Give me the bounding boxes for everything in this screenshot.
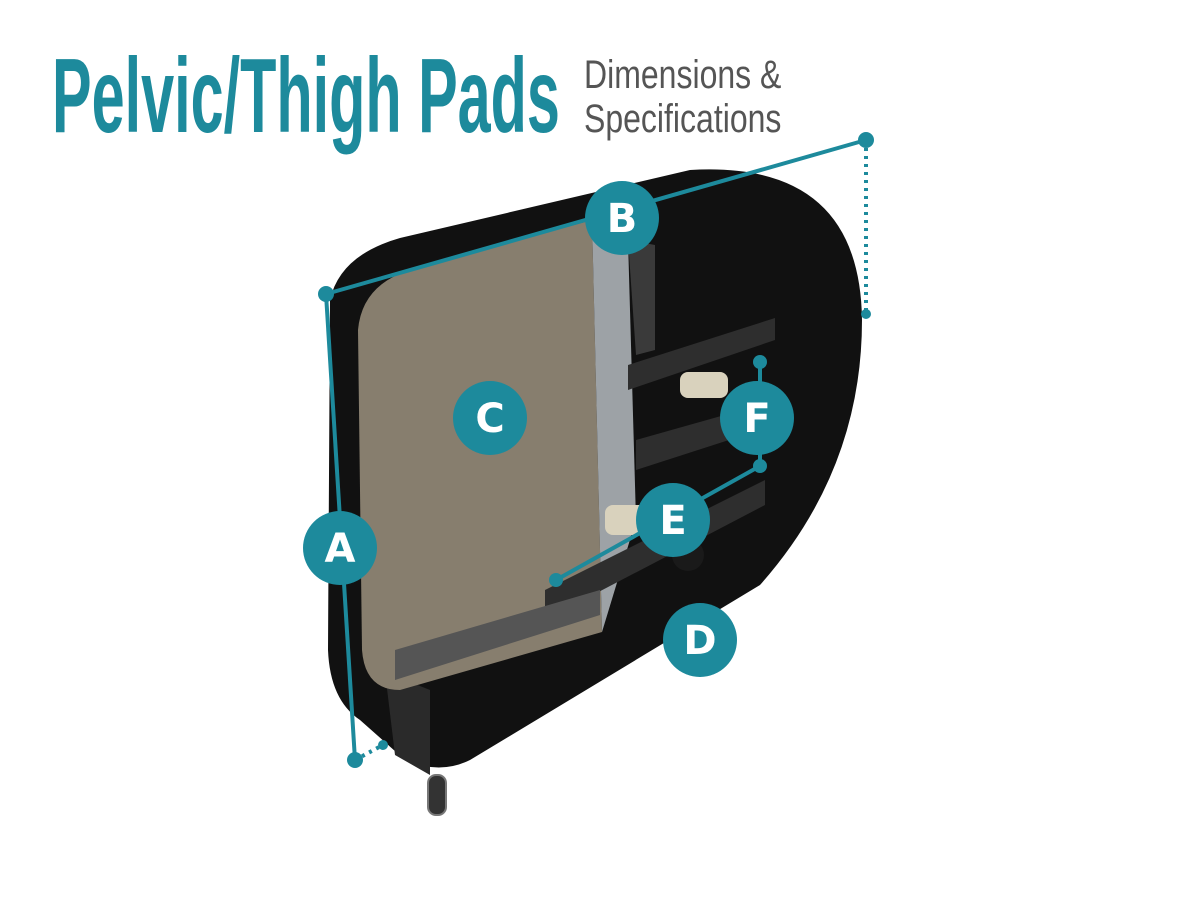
svg-text:C: C	[475, 396, 504, 442]
subtitle-line-1: Dimensions &	[584, 52, 781, 97]
svg-text:F: F	[743, 396, 770, 442]
dimension-endpoints	[318, 132, 874, 768]
zipper	[385, 672, 430, 775]
title-group: Pelvic/Thigh Pads Dimensions & Specifica…	[52, 37, 781, 155]
subtitle-line-2: Specifications	[584, 96, 781, 141]
hardware-bolt-1	[680, 372, 728, 398]
bracket-top	[628, 318, 775, 390]
callout-e: E	[636, 483, 710, 557]
page-title: Pelvic/Thigh Pads	[52, 37, 560, 155]
svg-text:E: E	[659, 498, 686, 544]
callout-f: F	[720, 381, 794, 455]
callout-b: B	[585, 181, 659, 255]
callout-d: D	[663, 603, 737, 677]
callout-c: C	[453, 381, 527, 455]
zipper-pull	[427, 774, 447, 816]
pad-illustration	[328, 169, 862, 816]
callout-a: A	[303, 511, 377, 585]
base-bar	[395, 590, 600, 680]
foam-strip	[628, 240, 655, 355]
svg-text:D: D	[683, 618, 716, 664]
svg-text:A: A	[325, 526, 356, 572]
svg-text:B: B	[607, 196, 638, 242]
pad-panel	[358, 220, 602, 690]
